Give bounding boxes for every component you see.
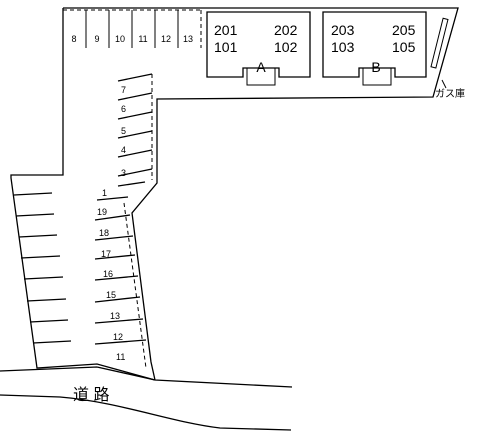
gas-tank-icon	[430, 17, 449, 69]
unit-number: 102	[274, 39, 298, 55]
stall-label: 12	[113, 332, 123, 342]
unit-number: 205	[392, 22, 416, 38]
stall-label: 15	[106, 290, 116, 300]
building-b: 203 205 103 105 B	[322, 11, 427, 86]
property-boundary	[10, 7, 459, 381]
stall-label: 12	[161, 34, 171, 44]
unit-number: 203	[331, 22, 355, 38]
unit-number: 105	[392, 39, 416, 55]
left-parking-column	[13, 192, 72, 344]
stall-label: 4	[121, 145, 126, 155]
stall-label: 16	[103, 269, 113, 279]
stall-label: 19	[97, 207, 107, 217]
stall-label: 13	[110, 311, 120, 321]
unit-number: 202	[274, 22, 298, 38]
stall-label: 8	[71, 34, 76, 44]
stall-label: 10	[115, 34, 125, 44]
stall-label: 13	[183, 34, 193, 44]
gas-storage-label: ガス庫	[435, 87, 465, 100]
stall-label: 3	[121, 168, 126, 178]
stall-label: 6	[121, 104, 126, 114]
middle-parking-column: 7 6 5 4 3	[117, 73, 153, 187]
unit-number: 201	[214, 22, 238, 38]
lower-parking-column: 1 19 18 17 16 15 13 12 11	[94, 188, 147, 369]
building-label: A	[256, 59, 266, 75]
unit-number: 103	[331, 39, 355, 55]
stall-label: 11	[138, 34, 147, 44]
stall-label: 17	[101, 249, 111, 259]
stall-label: 18	[99, 228, 109, 238]
stall-label: 5	[121, 126, 126, 136]
road-label: 道 路	[73, 386, 109, 404]
top-parking-row: 8 9 10 11 12 13	[63, 9, 202, 48]
road: 道 路	[0, 366, 293, 431]
building-a: 201 202 101 102 A	[206, 11, 311, 86]
unit-number: 101	[214, 39, 238, 55]
building-label: B	[371, 59, 380, 75]
stall-label: 9	[94, 34, 99, 44]
stall-label: 7	[121, 85, 126, 95]
stall-label: 11	[116, 352, 125, 362]
gas-storage: ガス庫	[430, 17, 465, 100]
stall-label: 1	[102, 188, 107, 198]
